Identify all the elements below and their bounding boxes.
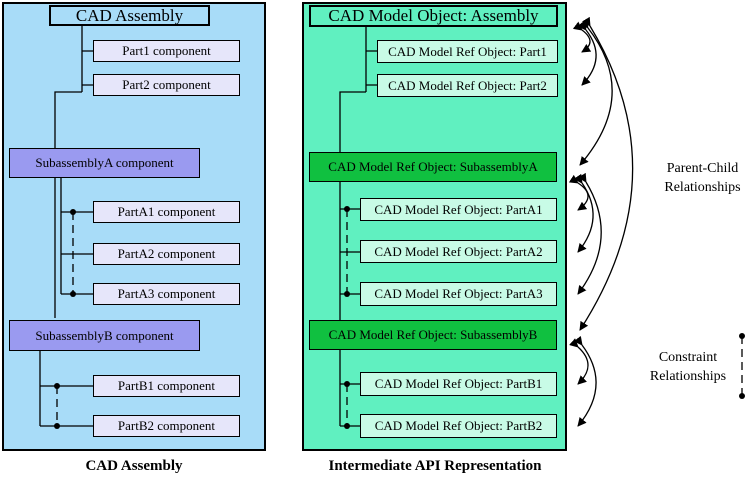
constraint-legend-dot bbox=[739, 393, 745, 399]
ref-object-parta3[interactable]: CAD Model Ref Object: PartA3 bbox=[360, 282, 557, 306]
part2-component[interactable]: Part2 component bbox=[93, 74, 240, 96]
ref-object-part1[interactable]: CAD Model Ref Object: Part1 bbox=[377, 40, 558, 63]
joint-dot bbox=[344, 291, 350, 297]
cad-assembly-title-box: CAD Assembly bbox=[49, 5, 210, 26]
parent-child-arrow bbox=[579, 16, 634, 331]
ref-object-subassembly-b[interactable]: CAD Model Ref Object: SubassemblyB bbox=[309, 320, 557, 350]
ref-object-parta1[interactable]: CAD Model Ref Object: PartA1 bbox=[360, 198, 557, 221]
parta1-component[interactable]: PartA1 component bbox=[93, 201, 240, 223]
subassembly-a-component[interactable]: SubassemblyA component bbox=[9, 148, 200, 178]
api-representation-caption: Intermediate API Representation bbox=[328, 458, 542, 474]
joint-dot bbox=[54, 423, 60, 429]
constraint-legend-dot bbox=[739, 333, 745, 339]
constraint-label-line1: Constraint bbox=[658, 350, 718, 365]
parent-child-arrow bbox=[573, 173, 594, 253]
joint-dot bbox=[70, 291, 76, 297]
parent-child-label-line1: Parent-Child bbox=[666, 161, 739, 176]
part1-component[interactable]: Part1 component bbox=[93, 40, 240, 62]
parent-child-arrow bbox=[573, 335, 597, 427]
tree-line bbox=[60, 178, 93, 295]
ref-object-partb1[interactable]: CAD Model Ref Object: PartB1 bbox=[360, 372, 557, 396]
ref-object-parta2[interactable]: CAD Model Ref Object: PartA2 bbox=[360, 240, 557, 263]
joint-dot bbox=[70, 209, 76, 215]
cad-assembly-caption: CAD Assembly bbox=[85, 458, 183, 474]
parta2-component[interactable]: PartA2 component bbox=[93, 243, 240, 265]
parent-child-label: Parent-Child Relationships bbox=[650, 159, 755, 197]
parent-child-arrow bbox=[577, 172, 602, 295]
ref-object-partb2[interactable]: CAD Model Ref Object: PartB2 bbox=[360, 414, 557, 438]
constraint-label: Constraint Relationships bbox=[640, 348, 736, 386]
tree-line bbox=[339, 350, 360, 427]
parent-child-arrow bbox=[579, 18, 613, 166]
tree-line bbox=[54, 50, 93, 148]
ref-object-part2[interactable]: CAD Model Ref Object: Part2 bbox=[377, 74, 558, 97]
constraint-label-line2: Relationships bbox=[649, 369, 727, 384]
subassembly-b-component[interactable]: SubassemblyB component bbox=[9, 320, 200, 351]
partb2-component[interactable]: PartB2 component bbox=[93, 415, 240, 437]
joint-dot bbox=[344, 206, 350, 212]
tree-line bbox=[340, 208, 360, 295]
partb1-component[interactable]: PartB1 component bbox=[93, 375, 240, 397]
parent-child-label-line2: Relationships bbox=[664, 180, 741, 195]
tree-line bbox=[339, 50, 377, 152]
parta3-component[interactable]: PartA3 component bbox=[93, 283, 240, 305]
parent-child-arrow bbox=[568, 174, 589, 211]
joint-dot bbox=[344, 423, 350, 429]
cad-model-object-title-box: CAD Model Object: Assembly bbox=[309, 5, 558, 27]
joint-dot bbox=[344, 381, 350, 387]
joint-dot bbox=[54, 383, 60, 389]
ref-object-subassembly-a[interactable]: CAD Model Ref Object: SubassemblyA bbox=[309, 152, 557, 182]
tree-line bbox=[39, 351, 93, 427]
